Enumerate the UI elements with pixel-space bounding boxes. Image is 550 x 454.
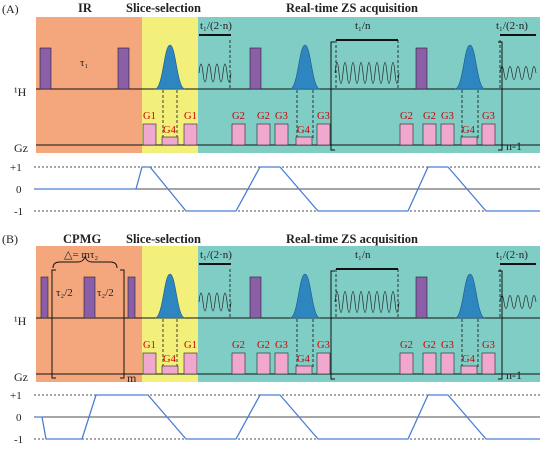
grad-label: G4	[297, 354, 311, 365]
h-label: ¹H	[14, 85, 27, 99]
section-title-acq: Real-time ZS acquisition	[286, 1, 418, 15]
grad-label: G3	[441, 340, 454, 351]
loop-bracket	[330, 270, 503, 380]
grad-label: G1	[184, 111, 197, 122]
grad-label: G2	[257, 111, 270, 122]
fid-3	[499, 295, 537, 309]
grad-label: G3	[317, 111, 330, 122]
coherence-pathway	[36, 394, 540, 440]
section-title-acq: Real-time ZS acquisition	[286, 232, 418, 246]
grad-label: G3	[482, 111, 495, 122]
grad-label: G4	[163, 125, 177, 136]
cpmg-pulse-180	[83, 276, 96, 319]
gaussian-pulse-2	[289, 273, 321, 319]
tick-0: 0	[16, 412, 22, 424]
grad-label: G1	[143, 340, 156, 351]
tick-plus1: +1	[10, 162, 22, 174]
grad-label: G4	[297, 125, 311, 136]
panel-label: (B)	[2, 232, 18, 246]
refocus-pulse-2	[415, 47, 428, 90]
coherence-pathway	[36, 166, 540, 212]
grad-label: G2	[400, 340, 413, 351]
flip-back-pulse	[127, 276, 136, 319]
grad-label: G2	[257, 340, 270, 351]
m-label: m	[127, 371, 137, 385]
refocus-pulse-1	[249, 276, 262, 319]
tick-minus1: -1	[14, 434, 23, 446]
t1-2n-label-2: t₁/(2·n)	[496, 20, 528, 32]
grad-label: G1	[184, 340, 197, 351]
tau1-label: τ₁	[80, 57, 88, 69]
section-title-slice: Slice-selection	[126, 1, 201, 15]
loop-bracket	[330, 41, 503, 151]
grad-label: G2	[423, 111, 436, 122]
fid-1	[198, 63, 232, 83]
grad-label: G3	[275, 340, 288, 351]
t1-2n-label-1: t₁/(2·n)	[200, 20, 232, 32]
gaussian-pulse-2	[289, 44, 321, 90]
grad-label: G2	[400, 111, 413, 122]
grad-label: G2	[232, 340, 245, 351]
grad-label: G2	[232, 111, 245, 122]
gradient-blocks	[142, 352, 496, 375]
gaussian-pulse-3	[454, 273, 486, 319]
fid-1	[198, 292, 232, 312]
grad-label: G4	[163, 354, 177, 365]
refocus-pulse-2	[415, 276, 428, 319]
grad-label: G4	[462, 354, 476, 365]
section-title-slice: Slice-selection	[126, 232, 201, 246]
n1-label: n-1	[506, 368, 522, 382]
excitation-pulse-90	[40, 276, 49, 319]
section-title-cpmg: CPMG	[63, 232, 101, 246]
fid-2	[334, 291, 400, 313]
tick-0: 0	[16, 184, 22, 196]
dashed-markers	[162, 269, 501, 367]
t1-n-label: t₁/n	[355, 249, 371, 261]
m-bracket	[51, 269, 125, 379]
panel-a: (A) IR Slice-selection Real-time ZS acqu…	[2, 1, 540, 218]
grad-label: G4	[462, 125, 476, 136]
tick-plus1: +1	[10, 390, 22, 402]
fid-3	[499, 66, 537, 80]
section-title-ir: IR	[78, 1, 93, 15]
grad-label: G3	[482, 340, 495, 351]
tau2-label-left: τ₂/2	[56, 287, 73, 299]
gaussian-pulse-3	[454, 44, 486, 90]
refocus-pulse-1	[249, 47, 262, 90]
gaussian-pulse-1	[154, 44, 186, 90]
tau2-label-right: τ₂/2	[97, 287, 114, 299]
t1-2n-label-1: t₁/(2·n)	[200, 249, 232, 261]
t1-2n-label-2: t₁/(2·n)	[496, 249, 528, 261]
delta-brace	[52, 255, 118, 269]
delta-label: △= mτ₂	[64, 249, 98, 261]
panel-label: (A)	[2, 2, 19, 16]
fid-2	[334, 62, 400, 84]
gz-label: Gz	[14, 141, 28, 155]
gz-label: Gz	[14, 370, 28, 384]
gaussian-pulse-1	[154, 273, 186, 319]
grad-label: G3	[275, 111, 288, 122]
dashed-markers	[162, 40, 501, 138]
grad-label: G2	[423, 340, 436, 351]
tick-minus1: -1	[14, 206, 23, 218]
grad-label: G3	[317, 340, 330, 351]
grad-label: G1	[143, 111, 156, 122]
h-label: ¹H	[14, 314, 27, 328]
gradient-blocks	[142, 123, 496, 146]
excitation-pulse	[117, 47, 130, 90]
t1-n-label: t₁/n	[355, 20, 371, 32]
grad-label: G3	[441, 111, 454, 122]
n1-label: n-1	[506, 139, 522, 153]
panel-b: (B) CPMG Slice-selection Real-time ZS ac…	[2, 232, 540, 446]
inversion-pulse	[39, 47, 52, 90]
